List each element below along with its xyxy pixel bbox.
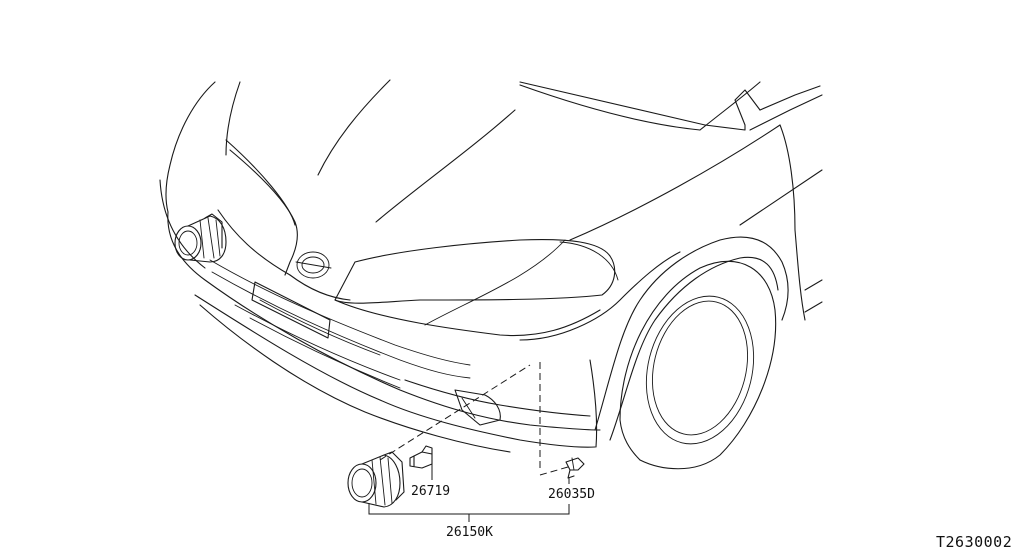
part-number-clip: 26035D [548,487,595,502]
fog-lamp-exploded [347,451,405,508]
fog-lamp-mounted [174,213,227,263]
clip-exploded [565,457,585,479]
car-body-outline [159,79,823,470]
bulb-exploded [409,445,433,469]
part-number-fog-lamp-assembly: 26150K [446,525,493,540]
projection-lines [379,362,569,476]
leader-lines [368,462,570,522]
figure-number: T2630002 [936,533,1012,551]
part-number-bulb: 26719 [411,484,450,499]
